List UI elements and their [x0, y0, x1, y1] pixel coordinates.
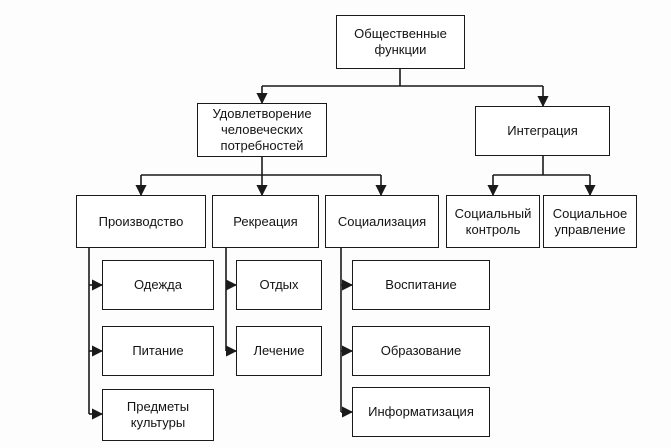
node-production: Производство [76, 195, 206, 248]
node-socialization: Социализация [325, 195, 439, 248]
node-needs: Удовлетворение человеческих потребностей [197, 103, 327, 157]
node-social-control: Социальный контроль [446, 195, 540, 248]
node-informatization: Информатизация [352, 387, 490, 437]
node-education: Образование [352, 326, 490, 376]
node-food: Питание [102, 326, 214, 376]
node-rest: Отдых [236, 260, 322, 310]
node-clothing: Одежда [102, 260, 214, 310]
node-treatment: Лечение [236, 326, 322, 376]
node-root: Общественные функции [336, 15, 465, 69]
node-culture-items: Предметы культуры [102, 389, 214, 441]
node-social-management: Социальное управление [543, 195, 637, 248]
node-integration: Интеграция [475, 106, 610, 156]
node-upbringing: Воспитание [352, 260, 490, 310]
node-recreation: Рекреация [212, 195, 319, 248]
